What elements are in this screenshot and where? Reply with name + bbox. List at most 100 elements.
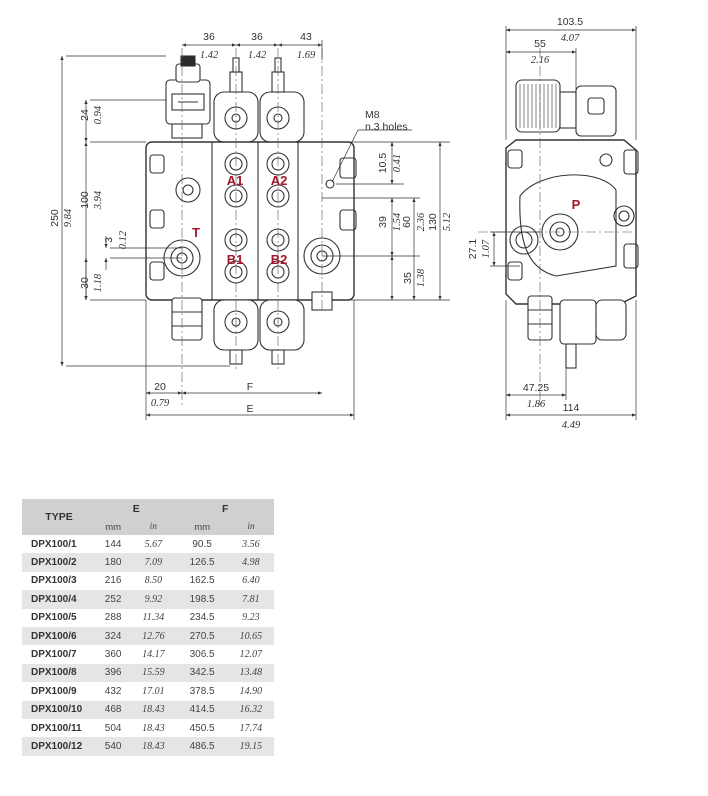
port-label-p: P — [572, 197, 581, 212]
front-dimensions — [60, 40, 450, 420]
f-in-cell: 3.56 — [227, 535, 274, 554]
side-view — [505, 79, 639, 369]
e-mm-cell: 288 — [96, 608, 131, 627]
port-label-b2: B2 — [271, 252, 288, 267]
dim-pitch1-mm: 36 — [203, 31, 215, 43]
dim-mount-mm: 60 — [401, 216, 413, 228]
dim-bottom-mm: 30 — [79, 277, 91, 289]
bottom-cap-2 — [259, 299, 305, 351]
type-cell: DPX100/6 — [22, 626, 96, 646]
dim-side-left-in: 1.86 — [527, 399, 546, 410]
e-mm-cell: 396 — [96, 663, 131, 683]
type-cell: DPX100/4 — [22, 590, 96, 609]
e-in-cell: 12.76 — [130, 626, 177, 646]
f-mm-cell: 234.5 — [176, 608, 228, 627]
dim-pitch1-in: 1.42 — [200, 50, 219, 61]
f-in-cell: 4.98 — [227, 553, 274, 572]
dim-side-base-in: 4.49 — [562, 420, 581, 431]
type-cell: DPX100/5 — [22, 608, 96, 627]
e-in-cell: 17.01 — [130, 682, 177, 701]
dim-low-in: 1.38 — [416, 268, 427, 287]
header-f: F — [176, 499, 274, 519]
type-cell: DPX100/12 — [22, 737, 96, 756]
port-label-t: T — [192, 225, 200, 240]
f-in-cell: 19.15 — [227, 737, 274, 756]
dim-side-inner-in: 2.16 — [531, 55, 550, 66]
centre-lines — [181, 48, 323, 408]
dim-total-height-in: 9.84 — [63, 208, 74, 227]
f-in-cell: 12.07 — [227, 645, 274, 664]
valve-body — [145, 141, 355, 301]
type-cell: DPX100/2 — [22, 553, 96, 572]
f-mm-cell: 198.5 — [176, 590, 228, 609]
dim-top-in: 0.94 — [93, 105, 104, 124]
dim-body-height-in: 3.94 — [93, 190, 104, 210]
dim-top-mm: 24 — [79, 109, 91, 121]
dim-side-base-mm: 114 — [563, 402, 580, 414]
f-in-cell: 7.81 — [227, 590, 274, 609]
dim-offset-mm: 3 — [103, 237, 115, 243]
f-in-cell: 6.40 — [227, 571, 274, 591]
e-mm-cell: 432 — [96, 682, 131, 701]
dim-side-left-mm: 47.25 — [523, 382, 549, 394]
dim-low-mm: 35 — [402, 272, 414, 284]
dim-pitch3-mm: 43 — [300, 31, 312, 43]
f-mm-cell: 378.5 — [176, 682, 228, 701]
type-cell: DPX100/9 — [22, 682, 96, 701]
header-e-mm: mm — [96, 519, 131, 535]
e-mm-cell: 216 — [96, 571, 131, 591]
dim-side-height-mm: 27.1 — [467, 239, 479, 260]
header-f-mm: mm — [176, 519, 228, 535]
e-in-cell: 9.92 — [130, 590, 177, 609]
dim-hole-top-in: 0.41 — [392, 154, 403, 172]
dim-mid-in: 1.54 — [392, 212, 403, 231]
type-cell: DPX100/7 — [22, 645, 96, 664]
dim-left-offset-in: 0.79 — [151, 398, 170, 409]
dim-side-height-in: 1.07 — [481, 239, 492, 258]
f-in-cell: 17.74 — [227, 718, 274, 738]
e-mm-cell: 144 — [96, 535, 131, 554]
dim-side-width-in: 4.07 — [561, 33, 580, 44]
e-mm-cell: 540 — [96, 737, 131, 756]
e-mm-cell: 468 — [96, 700, 131, 719]
e-mm-cell: 360 — [96, 645, 131, 664]
solenoid-coil — [515, 79, 561, 133]
header-e: E — [96, 499, 177, 519]
dim-pitch2-mm: 36 — [251, 31, 263, 43]
dim-outer-in: 5.12 — [442, 212, 453, 231]
e-in-cell: 18.43 — [130, 718, 177, 738]
dim-side-inner-mm: 55 — [534, 38, 546, 50]
port-label-a2: A2 — [271, 173, 288, 188]
dim-mount-in: 2.36 — [416, 212, 427, 231]
dim-outer-mm: 130 — [427, 213, 439, 231]
e-mm-cell: 252 — [96, 590, 131, 609]
dim-mid-mm: 39 — [377, 216, 389, 228]
dim-offset-in: 0.12 — [118, 230, 129, 249]
side-dimensions — [490, 26, 637, 420]
f-mm-cell: 450.5 — [176, 718, 228, 738]
dim-pitch2-in: 1.42 — [248, 50, 267, 61]
f-mm-cell: 270.5 — [176, 626, 228, 646]
type-cell: DPX100/11 — [22, 718, 96, 738]
f-mm-cell: 486.5 — [176, 737, 228, 756]
type-cell: DPX100/10 — [22, 700, 96, 719]
dim-pitch3-in: 1.69 — [297, 50, 316, 61]
header-f-in: in — [227, 519, 274, 535]
dim-side-width-mm: 103.5 — [557, 16, 583, 28]
dim-left-offset-mm: 20 — [154, 381, 166, 393]
f-in-cell: 10.65 — [227, 626, 274, 646]
f-mm-cell: 306.5 — [176, 645, 228, 664]
f-mm-cell: 90.5 — [176, 535, 228, 554]
e-mm-cell: 504 — [96, 718, 131, 738]
e-in-cell: 8.50 — [130, 571, 177, 591]
technical-drawing: 36 1.42 36 1.42 43 1.69 24 0.94 250 9.84… — [49, 16, 640, 431]
f-in-cell: 16.32 — [227, 700, 274, 719]
